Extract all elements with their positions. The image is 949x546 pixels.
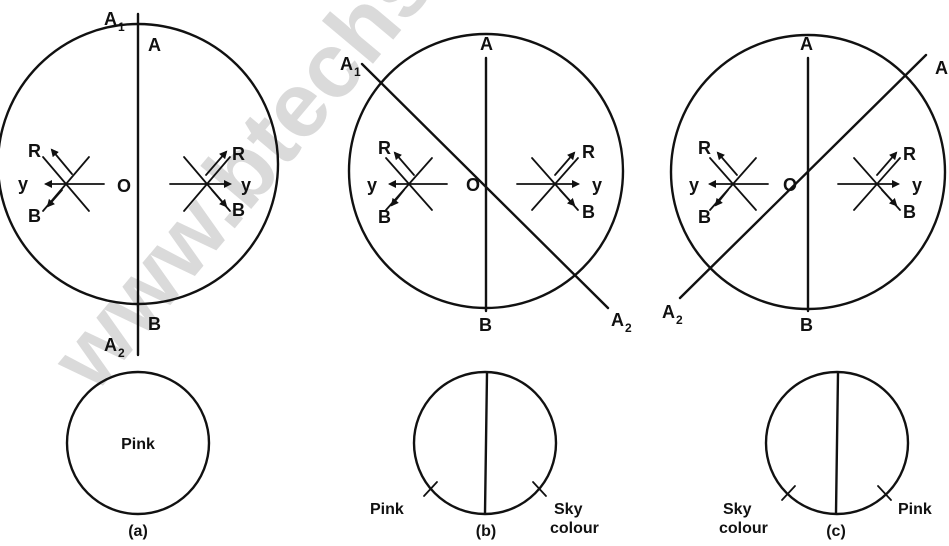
label-y-right-b: y: [592, 175, 602, 195]
label-b-right-c: B: [903, 202, 916, 222]
label-a2-sub-c: 2: [676, 313, 683, 327]
label-a1-sub-a: 1: [118, 20, 125, 34]
axis-a1a2-b: [360, 62, 610, 310]
label-r-right-c: R: [903, 144, 916, 164]
screen-color-right-c: Pink: [898, 501, 932, 518]
label-a2-a: A: [104, 335, 117, 355]
screen-divider-c: [834, 371, 840, 515]
label-o-a: O: [117, 176, 131, 196]
label-a2-c: A: [662, 302, 675, 322]
caption-c: (c): [826, 523, 846, 540]
label-b-left-a: B: [28, 206, 41, 226]
label-y-right-c: y: [912, 175, 922, 195]
label-r-left-c: R: [698, 138, 711, 158]
label-a-top-c: A: [800, 34, 813, 54]
label-b-left-b: B: [378, 207, 391, 227]
label-a-top-a: A: [148, 35, 161, 55]
screen-color-right-b-line2: colour: [550, 520, 599, 537]
label-a1-c: A: [935, 58, 948, 78]
screen-divider-b: [483, 371, 489, 515]
label-r-right-a: R: [232, 144, 245, 164]
screen-tick-left-c: [781, 485, 796, 501]
label-b-right-a: B: [232, 200, 245, 220]
label-a-top-b: A: [480, 34, 493, 54]
label-y-right-a: y: [241, 175, 251, 195]
label-a1-b: A: [340, 54, 353, 74]
label-o-b: O: [466, 175, 480, 195]
screen-circle-a: [65, 370, 211, 516]
label-b-bottom-b: B: [479, 315, 492, 335]
label-o-c: O: [783, 175, 797, 195]
panel-c: A A B A 2 O R y B R y B Sky: [662, 33, 948, 540]
label-a1-sub-b: 1: [354, 65, 361, 79]
ray-bundle-left-a: R y B: [18, 141, 105, 226]
label-b-right-b: B: [582, 202, 595, 222]
label-r-left-b: R: [378, 138, 391, 158]
panel-a: A 1 A B A 2 O R y B R y B Pin: [0, 9, 280, 540]
ray-bundle-right-a: R y B: [169, 144, 251, 220]
screen-color-left-b: Pink: [370, 501, 404, 518]
label-r-left-a: R: [28, 141, 41, 161]
label-b-left-c: B: [698, 207, 711, 227]
label-a2-b: A: [611, 310, 624, 330]
screen-tick-right-b: [532, 481, 547, 497]
axis-a1a2-c: [678, 53, 928, 300]
label-a2-sub-a: 2: [118, 346, 125, 360]
label-a1-a: A: [104, 9, 117, 29]
screen-color-right-b-line1: Sky: [554, 501, 583, 518]
label-y-left-b: y: [367, 175, 377, 195]
label-b-bottom-a: B: [148, 314, 161, 334]
screen-circle-c: [764, 370, 910, 516]
label-y-left-a: y: [18, 174, 28, 194]
ray-bundle-left-c: R y B: [689, 138, 769, 227]
ray-bundle-right-c: R y B: [837, 144, 922, 222]
label-b-bottom-c: B: [800, 315, 813, 335]
label-a2-sub-b: 2: [625, 321, 632, 335]
screen-color-pink-a: Pink: [121, 436, 155, 453]
screen-color-left-c-line2: colour: [719, 520, 768, 537]
caption-a: (a): [128, 523, 148, 540]
ray-bundle-left-b: R y B: [367, 138, 448, 227]
label-r-right-b: R: [582, 142, 595, 162]
screen-tick-left-b: [423, 481, 438, 497]
caption-b: (b): [476, 523, 496, 540]
screen-color-left-c-line1: Sky: [723, 501, 752, 518]
label-y-left-c: y: [689, 175, 699, 195]
panel-b: A 1 A B A 2 O R y B R y B: [340, 32, 632, 540]
screen-tick-right-c: [877, 485, 892, 501]
ray-bundle-right-b: R y B: [516, 142, 602, 222]
